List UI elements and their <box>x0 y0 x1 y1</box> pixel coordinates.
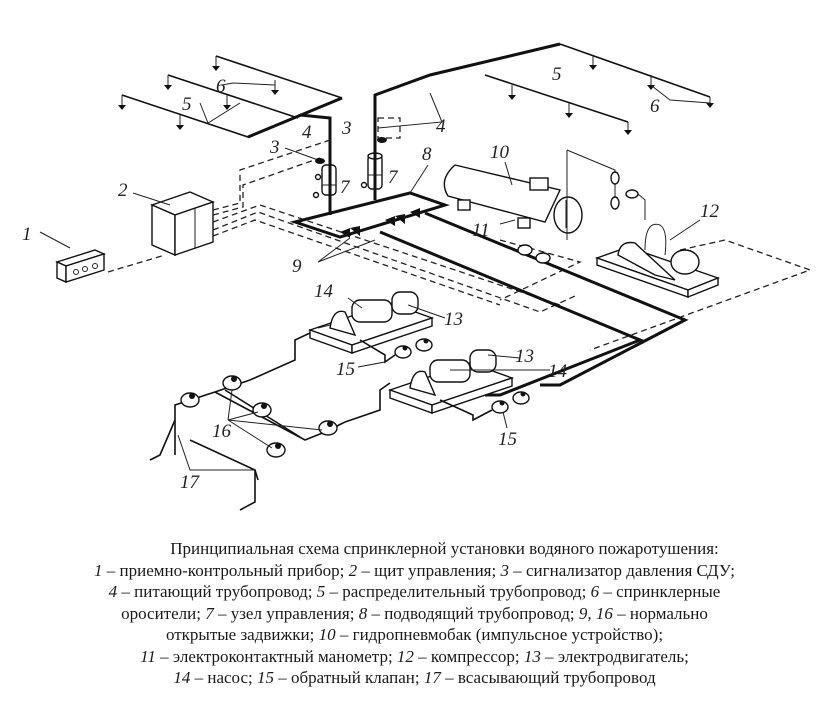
leader-16 <box>227 389 323 449</box>
sprinkler-system-diagram: 1 2 5 6 4 3 3 <box>22 42 812 511</box>
pressure-switch-3a <box>315 158 325 164</box>
label-9: 9 <box>292 256 302 277</box>
control-device-1 <box>55 249 106 284</box>
leader-17 <box>177 434 255 471</box>
leader-6a <box>221 82 276 86</box>
caption-line-3: оросители; 7 – узел управления; 8 – подв… <box>121 603 708 623</box>
leader-13b <box>487 354 521 359</box>
caption-title: Принципиальная схема спринклерной устано… <box>170 539 719 558</box>
label-7a: 7 <box>340 177 351 198</box>
leader-13a <box>407 304 446 319</box>
leader-2 <box>132 192 171 206</box>
pump-outlet-lower <box>439 399 493 422</box>
label-3a: 3 <box>269 137 280 158</box>
pump-unit-upper <box>307 291 435 354</box>
gate-valves-16 <box>180 375 338 458</box>
control-valve-7a <box>312 164 337 199</box>
label-5a: 5 <box>182 94 192 115</box>
caption-line-6: 14 – насос; 15 – обратный клапан; 17 – в… <box>173 668 656 687</box>
dashed-box-4 <box>377 117 401 139</box>
label-17: 17 <box>180 472 201 493</box>
leader-6b <box>651 85 711 104</box>
figure-caption: Принципиальная схема спринклерной устано… <box>0 538 829 689</box>
label-10: 10 <box>490 142 510 163</box>
leader-3a <box>284 147 319 161</box>
label-3b: 3 <box>341 118 352 139</box>
check-valves-15a <box>394 338 433 359</box>
check-valves-15b <box>491 391 530 414</box>
leader-15a <box>357 361 386 368</box>
gate-valves-9 <box>340 208 420 238</box>
label-13a: 13 <box>444 309 463 330</box>
label-2: 2 <box>118 180 128 201</box>
right-distribution-pipe-5 <box>373 42 711 123</box>
hydropneumatic-tank-10 <box>443 149 616 240</box>
label-1: 1 <box>22 224 32 245</box>
leader-9 <box>317 237 376 263</box>
pressure-gauge-11 <box>517 244 551 264</box>
leader-15b <box>502 411 508 429</box>
caption-line-2: 4 – питающий трубопровод; 5 – распредели… <box>108 582 721 601</box>
leader-14a <box>347 297 363 309</box>
label-4a: 4 <box>302 122 312 143</box>
label-14a: 14 <box>314 281 334 302</box>
left-distribution-pipe-5 <box>121 55 343 160</box>
label-12: 12 <box>700 201 720 222</box>
label-15b: 15 <box>498 429 517 450</box>
leader-5a <box>199 102 241 124</box>
sprinkler-heads-right <box>508 55 714 135</box>
label-8: 8 <box>422 144 432 165</box>
leader-10 <box>504 161 513 186</box>
control-board-2 <box>150 191 215 257</box>
pressure-switch-3b <box>377 137 387 143</box>
label-6b: 6 <box>650 96 660 117</box>
pump-outlet-upper <box>359 339 396 364</box>
label-14b: 14 <box>548 361 568 382</box>
label-5b: 5 <box>552 64 562 85</box>
label-6a: 6 <box>216 76 226 97</box>
label-7b: 7 <box>388 167 399 188</box>
label-15a: 15 <box>336 359 355 380</box>
label-13b: 13 <box>515 346 534 367</box>
compressor-valves <box>610 171 646 220</box>
caption-line-5: 11 – электроконтактный манометр; 12 – ко… <box>140 646 689 666</box>
leader-12 <box>669 219 701 241</box>
supply-pipe-8 <box>289 191 689 397</box>
label-11: 11 <box>472 220 490 241</box>
label-16: 16 <box>212 421 232 442</box>
leader-8 <box>409 164 429 194</box>
leader-11 <box>499 219 516 225</box>
caption-line-1: 1 – приемно-контрольный прибор; 2 – щит … <box>94 560 735 580</box>
control-valve-7b <box>360 152 383 190</box>
compressor-12 <box>594 223 721 299</box>
label-4b: 4 <box>436 116 446 137</box>
caption-line-4: открытые задвижки; 10 – гидропневмобак (… <box>165 625 664 644</box>
leader-1 <box>39 231 71 249</box>
sprinkler-heads-left <box>118 56 279 130</box>
leader-4b <box>377 92 443 129</box>
signal-wiring <box>107 139 812 351</box>
